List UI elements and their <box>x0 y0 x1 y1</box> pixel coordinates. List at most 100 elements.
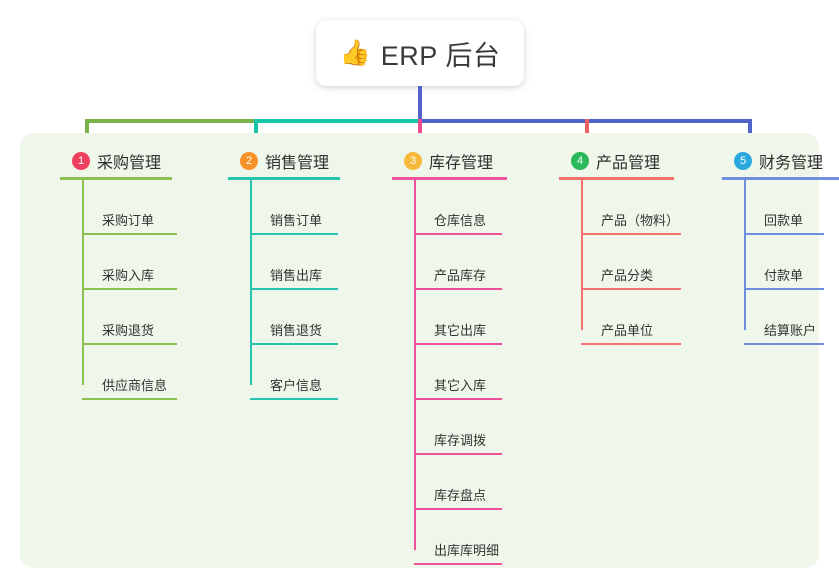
leaf-item-rule <box>744 343 824 345</box>
leaf-item-rule <box>581 233 681 235</box>
leaf-item[interactable]: 其它出库 <box>414 290 502 345</box>
leaf-item-label: 采购退货 <box>102 323 155 338</box>
leaf-item-rule <box>581 288 681 290</box>
leaf-item[interactable]: 仓库信息 <box>414 180 502 235</box>
leaf-item[interactable]: 客户信息 <box>250 345 338 400</box>
column-header-rule-4 <box>559 177 674 180</box>
column-header-rule-2 <box>228 177 340 180</box>
leaf-item[interactable]: 销售退货 <box>250 290 338 345</box>
column-header-rule-3 <box>392 177 507 180</box>
leaf-item-label: 回款单 <box>764 213 804 228</box>
column-badge-3: 3 <box>404 152 422 170</box>
leaf-item-rule <box>250 343 338 345</box>
column-badge-1: 1 <box>72 152 90 170</box>
column-title-5: 财务管理 <box>759 155 824 172</box>
leaf-item-label: 出库库明细 <box>434 543 500 558</box>
leaf-item[interactable]: 销售订单 <box>250 180 338 235</box>
thumbs-up-icon: 👍 <box>339 38 371 67</box>
leaf-item-rule <box>581 343 681 345</box>
leaf-item-label: 采购订单 <box>102 213 155 228</box>
column-header-1[interactable]: 1 采购管理 <box>50 147 161 175</box>
leaf-item[interactable]: 回款单 <box>744 180 824 235</box>
leaf-item-label: 产品分类 <box>601 268 654 283</box>
leaf-item-label: 供应商信息 <box>102 378 168 393</box>
leaf-item-label: 销售出库 <box>270 268 323 283</box>
leaf-item-rule <box>250 233 338 235</box>
column-spine-4 <box>581 180 583 330</box>
column-title-2: 销售管理 <box>265 155 330 172</box>
leaf-item[interactable]: 付款单 <box>744 235 824 290</box>
leaf-item[interactable]: 结算账户 <box>744 290 824 345</box>
leaf-item-rule <box>82 343 177 345</box>
leaf-item-rule <box>414 453 502 455</box>
branch-drop-5 <box>748 119 752 145</box>
leaf-item-rule <box>414 233 502 235</box>
leaf-item[interactable]: 销售出库 <box>250 235 338 290</box>
trunk-connector <box>418 86 422 122</box>
column-header-4[interactable]: 4 产品管理 <box>549 147 660 175</box>
column-badge-5: 5 <box>734 152 752 170</box>
column-header-3[interactable]: 3 库存管理 <box>382 147 493 175</box>
leaf-item[interactable]: 采购退货 <box>82 290 177 345</box>
column-header-rule-1 <box>60 177 172 180</box>
leaf-item-label: 产品（物料） <box>601 213 680 228</box>
leaf-item[interactable]: 产品单位 <box>581 290 681 345</box>
leaf-item[interactable]: 采购入库 <box>82 235 177 290</box>
leaf-item[interactable]: 出库库明细 <box>414 510 502 565</box>
leaf-item-label: 仓库信息 <box>434 213 487 228</box>
leaf-item-label: 库存盘点 <box>434 488 487 503</box>
leaf-item-label: 采购入库 <box>102 268 155 283</box>
column-spine-5 <box>744 180 746 330</box>
leaf-item-label: 付款单 <box>764 268 804 283</box>
leaf-item[interactable]: 供应商信息 <box>82 345 177 400</box>
branch-drop-2 <box>254 119 258 145</box>
leaf-item-label: 库存调拨 <box>434 433 487 448</box>
column-title-3: 库存管理 <box>429 155 494 172</box>
leaf-item-label: 销售退货 <box>270 323 323 338</box>
column-header-2[interactable]: 2 销售管理 <box>218 147 329 175</box>
root-node-card[interactable]: 👍 ERP 后台 <box>316 20 524 86</box>
leaf-item-label: 其它出库 <box>434 323 487 338</box>
column-spine-2 <box>250 180 252 385</box>
root-title: ERP 后台 <box>380 40 501 71</box>
leaf-item-label: 销售订单 <box>270 213 323 228</box>
leaf-item-rule <box>250 288 338 290</box>
column-badge-2: 2 <box>240 152 258 170</box>
leaf-item-label: 产品单位 <box>601 323 654 338</box>
column-title-1: 采购管理 <box>97 155 162 172</box>
leaf-item[interactable]: 库存盘点 <box>414 455 502 510</box>
leaf-item-rule <box>414 508 502 510</box>
leaf-item-rule <box>82 288 177 290</box>
branch-drop-3 <box>418 119 422 145</box>
leaf-item-rule <box>82 398 177 400</box>
leaf-item-label: 其它入库 <box>434 378 487 393</box>
leaf-item-rule <box>414 563 502 565</box>
leaf-item[interactable]: 产品（物料） <box>581 180 681 235</box>
leaf-item[interactable]: 产品库存 <box>414 235 502 290</box>
branch-drop-4 <box>585 119 589 145</box>
leaf-item[interactable]: 产品分类 <box>581 235 681 290</box>
leaf-item-rule <box>744 288 824 290</box>
leaf-item-label: 产品库存 <box>434 268 487 283</box>
leaf-item-rule <box>250 398 338 400</box>
leaf-item-rule <box>414 398 502 400</box>
leaf-item-label: 客户信息 <box>270 378 323 393</box>
column-title-4: 产品管理 <box>596 155 661 172</box>
branch-drop-1 <box>85 119 89 145</box>
column-header-rule-5 <box>722 177 839 180</box>
column-spine-3 <box>414 180 416 550</box>
leaf-item-rule <box>82 233 177 235</box>
column-header-5[interactable]: 5 财务管理 <box>712 147 823 175</box>
leaf-item[interactable]: 库存调拨 <box>414 400 502 455</box>
leaf-item-rule <box>414 343 502 345</box>
leaf-item-label: 结算账户 <box>764 323 817 338</box>
leaf-item-rule <box>414 288 502 290</box>
leaf-item-rule <box>744 233 824 235</box>
diagram-panel: 1 采购管理采购订单采购入库采购退货供应商信息 2 销售管理销售订单销售出库销售退货客… <box>20 133 839 568</box>
column-badge-4: 4 <box>571 152 589 170</box>
leaf-item[interactable]: 采购订单 <box>82 180 177 235</box>
bus-segment-teal <box>255 119 420 123</box>
column-spine-1 <box>82 180 84 385</box>
bus-segment-green <box>85 119 257 123</box>
leaf-item[interactable]: 其它入库 <box>414 345 502 400</box>
